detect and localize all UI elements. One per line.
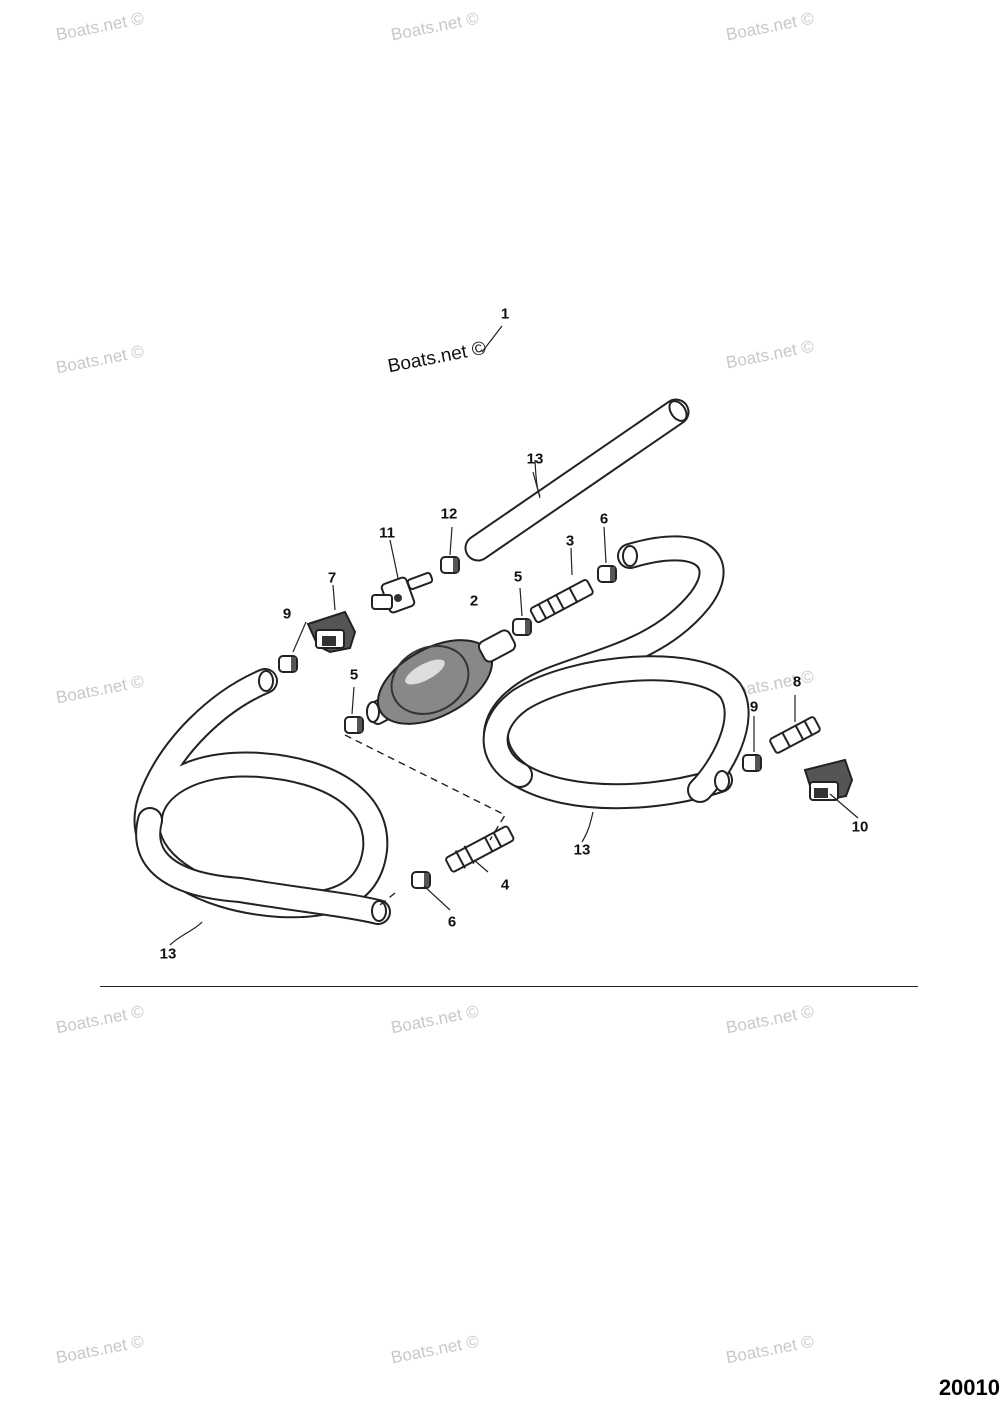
callout-6-bottom: 6 — [447, 913, 457, 931]
fitting-8 — [769, 716, 821, 754]
callout-13-right: 13 — [573, 841, 591, 859]
assembly-line — [344, 734, 506, 906]
hose-left-end — [258, 670, 274, 692]
hose-left-coil — [133, 668, 391, 925]
fitting-4 — [445, 825, 515, 873]
primer-bulb — [366, 629, 517, 725]
callout-13-left: 13 — [159, 945, 177, 963]
hose-right-end — [714, 770, 730, 792]
hose-straight — [464, 398, 690, 562]
callout-12: 12 — [440, 505, 458, 523]
callout-5-top: 5 — [513, 568, 523, 586]
callout-3: 3 — [565, 532, 575, 550]
connector-10 — [803, 758, 854, 802]
hose-left-end — [371, 900, 387, 922]
divider-line — [100, 986, 918, 987]
callout-7: 7 — [327, 569, 337, 587]
hose-clamp-shading — [291, 558, 760, 887]
callout-1: 1 — [500, 305, 510, 323]
connector-7 — [306, 610, 357, 654]
callout-10: 10 — [851, 818, 869, 836]
callout-4: 4 — [500, 876, 510, 894]
callout-9-right: 9 — [749, 698, 759, 716]
callout-8: 8 — [792, 673, 802, 691]
figure-number: 20010 — [938, 1375, 1000, 1400]
hose-right-end — [622, 545, 638, 567]
callout-9-left: 9 — [282, 605, 292, 623]
callout-13-top: 13 — [526, 450, 544, 468]
fitting-3 — [529, 579, 594, 624]
callout-11: 11 — [379, 524, 395, 542]
callout-5-left: 5 — [349, 666, 359, 684]
hose-right-coil — [482, 535, 750, 810]
callout-2: 2 — [469, 592, 479, 610]
leader-line — [169, 325, 859, 946]
valve-11 — [371, 572, 434, 614]
callout-6-top: 6 — [599, 510, 609, 528]
